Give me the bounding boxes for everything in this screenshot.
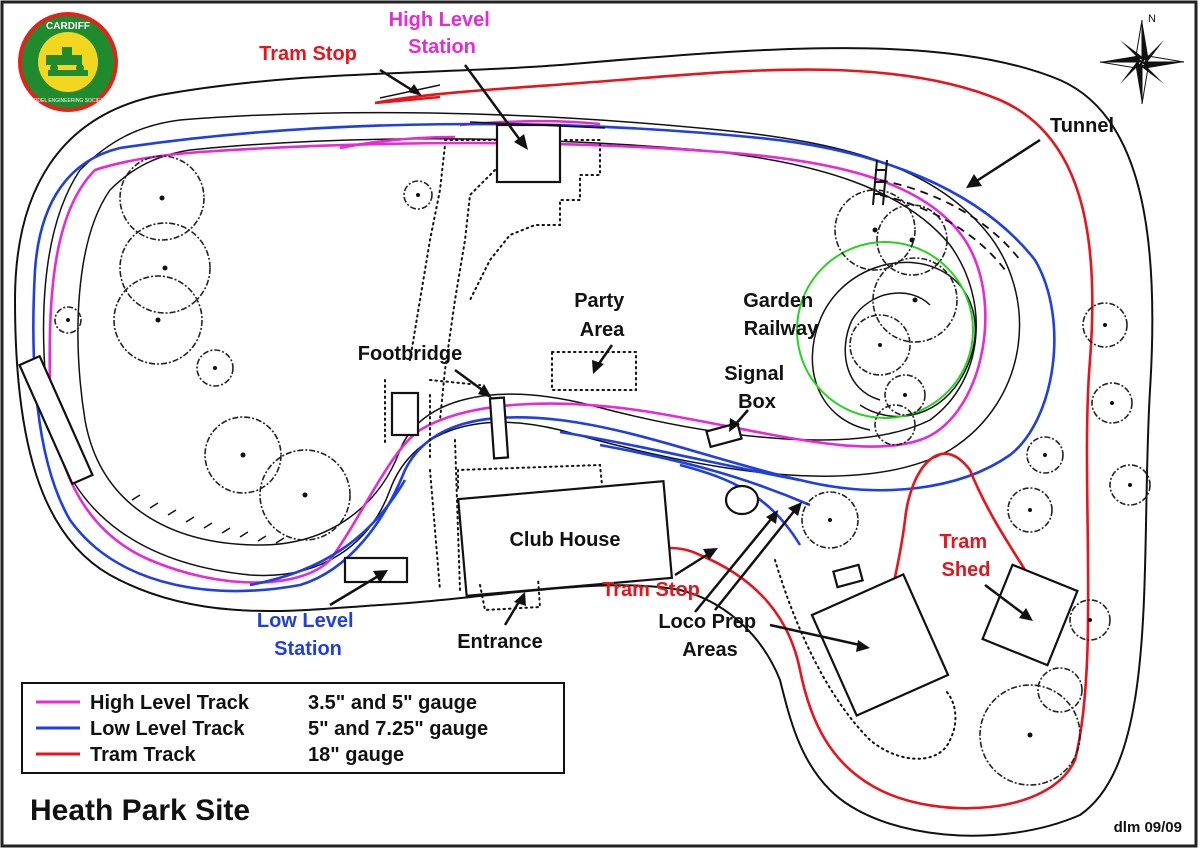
logo-ring-text-top: CARDIFF — [46, 21, 90, 32]
low-level-track — [32, 122, 1056, 593]
high-level-spur-top — [339, 135, 456, 150]
label-tram-stop-top: Tram Stop — [259, 43, 357, 65]
entrance-dotted-outline — [479, 577, 542, 612]
garden-railway-track — [811, 261, 977, 431]
tram-track — [374, 68, 1094, 810]
map-title: Heath Park Site — [30, 794, 250, 827]
garden-railway-loop — [796, 241, 974, 419]
tram-shed-building — [981, 563, 1079, 667]
tram-stop-top-track — [374, 95, 441, 105]
low-level-station-loop — [249, 479, 407, 587]
club-house-dotted-outline — [457, 463, 603, 489]
site-boundary — [13, 47, 1154, 837]
label-entrance: Entrance — [457, 631, 543, 653]
label-tram-shed: Tram Shed — [939, 531, 992, 581]
legend: High Level Track 3.5" and 5" gauge Low L… — [21, 682, 565, 774]
footbridge-structure — [488, 396, 510, 460]
label-club-house: Club House — [509, 529, 620, 551]
turntable — [724, 484, 760, 516]
label-party-area: Party Area — [574, 290, 630, 341]
logo-ring-text-bottom: MODEL ENGINEERING SOCIETY — [29, 98, 107, 104]
tram-track-shed-spur — [878, 452, 1052, 641]
label-tram-stop-bottom: Tram Stop — [602, 579, 700, 601]
label-low-level-station: Low Level Station — [257, 610, 359, 660]
tunnel-inner — [879, 194, 1006, 271]
party-area-outline — [551, 351, 637, 391]
compass-rose-icon: N — [1099, 13, 1185, 105]
label-footbridge: Footbridge — [358, 343, 462, 365]
embankment-hatching — [131, 494, 285, 544]
legend-item-tram-gauge: 18" gauge — [308, 744, 404, 766]
label-tunnel: Tunnel — [1050, 115, 1114, 137]
path-south — [429, 439, 461, 591]
legend-box — [21, 682, 565, 774]
small-shed-east — [832, 563, 864, 589]
garden-railway-track-inner — [844, 292, 931, 401]
label-garden-railway: Garden Railway — [743, 290, 819, 340]
legend-item-low-level-gauge: 5" and 7.25" gauge — [308, 718, 488, 740]
legend-item-tram-name: Tram Track — [90, 744, 197, 766]
legend-item-high-level-name: High Level Track — [90, 692, 250, 714]
west-shelter — [18, 354, 94, 486]
path-east-loop — [774, 559, 957, 760]
trees — [54, 155, 1151, 786]
low-level-siding-2 — [599, 443, 811, 507]
loco-prep-building — [810, 572, 950, 718]
path-footbridge-approach — [384, 379, 481, 461]
high-level-station-building — [495, 123, 562, 184]
compass-north-label: N — [1148, 13, 1156, 25]
legend-item-high-level-gauge: 3.5" and 5" gauge — [308, 692, 477, 714]
garden-railway-bridge — [872, 159, 888, 206]
club-house-building — [457, 480, 674, 597]
tunnel — [879, 179, 1021, 261]
low-level-siding-1 — [559, 430, 801, 482]
map-credit: dlm 09/09 — [1114, 819, 1182, 836]
legend-item-low-level-name: Low Level Track — [90, 718, 245, 740]
label-loco-prep-areas: Loco Prep Areas — [658, 611, 761, 661]
label-signal-box: Signal Box — [724, 363, 790, 413]
arrows — [329, 64, 1041, 652]
label-high-level-station: High Level Station — [389, 9, 496, 58]
club-logo: CARDIFF MODEL ENGINEERING SOCIETY — [18, 12, 118, 112]
low-level-station-building — [343, 556, 409, 584]
path-north — [409, 139, 496, 421]
small-hut — [390, 391, 420, 437]
